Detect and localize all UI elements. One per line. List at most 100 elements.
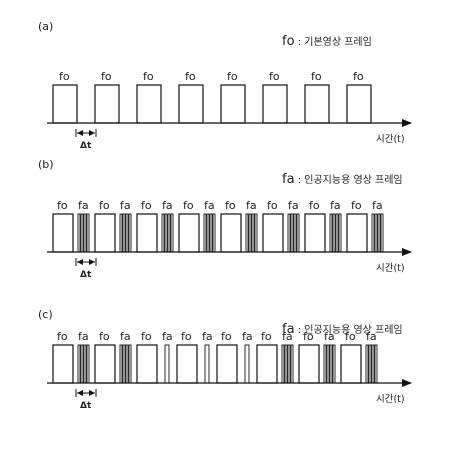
ai-frame-bar xyxy=(371,344,375,384)
legend-description: : 인공지능용 영상 프레임 xyxy=(295,323,403,336)
ai-frame-label: fa xyxy=(204,199,215,212)
base-frame xyxy=(94,84,120,124)
ai-frame-bar xyxy=(287,213,291,253)
ai-frame-bar xyxy=(128,344,132,384)
base-frame xyxy=(52,213,74,253)
ai-frame-bar xyxy=(377,213,381,253)
ai-frame-bar xyxy=(335,213,339,253)
ai-frame-bar xyxy=(332,213,336,253)
legend-symbol: fa xyxy=(282,322,295,337)
ai-frame-bar xyxy=(203,213,207,253)
ai-frame-bar xyxy=(293,213,297,253)
base-frame xyxy=(346,84,372,124)
ai-frame-label: fa xyxy=(120,330,131,343)
panel-label: (c) xyxy=(38,308,53,321)
base-frame xyxy=(176,344,198,384)
base-frame xyxy=(220,84,246,124)
ai-frame-bar xyxy=(254,213,258,253)
base-frame xyxy=(52,84,78,124)
ai-frame-single xyxy=(244,344,250,384)
base-frame-label: fo xyxy=(99,199,110,212)
ai-frame-label: fa xyxy=(162,330,173,343)
ai-frame-label: fa xyxy=(288,199,299,212)
ai-frame-bar xyxy=(119,213,123,253)
ai-frame-label: fa xyxy=(242,330,253,343)
ai-frame-bar xyxy=(77,213,81,253)
ai-frame-label: fa xyxy=(282,330,293,343)
base-frame-label: fo xyxy=(309,199,320,212)
ai-frame-bar xyxy=(371,213,375,253)
base-frame xyxy=(94,213,116,253)
base-frame-label: fo xyxy=(143,70,154,83)
ai-frame-single xyxy=(164,344,170,384)
ai-frame-bar xyxy=(170,213,174,253)
base-frame-label: fo xyxy=(269,70,280,83)
ai-frame-bar xyxy=(77,344,81,384)
base-frame xyxy=(94,344,116,384)
ai-frame-bar xyxy=(125,344,129,384)
ai-frame-bar xyxy=(251,213,255,253)
base-frame-label: fo xyxy=(183,199,194,212)
ai-frame-bar xyxy=(281,344,285,384)
ai-frame-bar xyxy=(290,344,294,384)
base-frame-label: fo xyxy=(227,70,238,83)
base-frame-label: fo xyxy=(351,199,362,212)
base-frame-label: fo xyxy=(181,330,192,343)
ai-frame-label: fa xyxy=(366,330,377,343)
base-frame-label: fo xyxy=(221,330,232,343)
legend: fa : 인공지능용 영상 프레임 xyxy=(282,172,403,187)
dt-label: Δt xyxy=(80,141,92,151)
base-frame xyxy=(304,84,330,124)
ai-frame-label: fa xyxy=(78,199,89,212)
base-frame xyxy=(52,344,74,384)
ai-frame-label: fa xyxy=(330,199,341,212)
base-frame xyxy=(346,213,368,253)
ai-frame-label: fa xyxy=(372,199,383,212)
base-frame xyxy=(216,344,238,384)
base-frame-label: fo xyxy=(101,70,112,83)
ai-frame-bar xyxy=(209,213,213,253)
base-frame-label: fo xyxy=(303,330,314,343)
ai-frame-bar xyxy=(80,344,84,384)
panel-label: (a) xyxy=(38,20,53,33)
base-frame xyxy=(136,213,158,253)
base-frame-label: fo xyxy=(57,199,68,212)
ai-frame-bar xyxy=(161,213,165,253)
dt-label: Δt xyxy=(80,401,92,411)
base-frame xyxy=(220,213,242,253)
base-frame-label: fo xyxy=(59,70,70,83)
base-frame xyxy=(178,213,200,253)
ai-frame-bar xyxy=(380,213,384,253)
ai-frame-bar xyxy=(83,344,87,384)
ai-frame-bar xyxy=(326,344,330,384)
ai-frame-bar xyxy=(80,213,84,253)
base-frame-label: fo xyxy=(311,70,322,83)
ai-frame-bar xyxy=(284,344,288,384)
ai-frame-single xyxy=(204,344,210,384)
ai-frame-bar xyxy=(212,213,216,253)
base-frame-label: fo xyxy=(353,70,364,83)
axis-label: 시간(t) xyxy=(376,394,405,405)
panel-label: (b) xyxy=(38,158,54,171)
dt-label: Δt xyxy=(80,270,92,280)
ai-frame-bar xyxy=(296,213,300,253)
ai-frame-bar xyxy=(125,213,129,253)
base-frame-label: fo xyxy=(141,330,152,343)
ai-frame-bar xyxy=(248,213,252,253)
legend: fa : 인공지능용 영상 프레임 xyxy=(282,322,403,337)
base-frame xyxy=(298,344,320,384)
ai-frame-bar xyxy=(329,213,333,253)
ai-frame-bar xyxy=(287,344,291,384)
ai-frame-bar xyxy=(329,344,333,384)
ai-frame-label: fa xyxy=(78,330,89,343)
base-frame-label: fo xyxy=(345,330,356,343)
legend-symbol: fo xyxy=(282,34,295,49)
base-frame xyxy=(256,344,278,384)
ai-frame-label: fa xyxy=(202,330,213,343)
ai-frame-bar xyxy=(368,344,372,384)
ai-frame-bar xyxy=(83,213,87,253)
base-frame-label: fo xyxy=(141,199,152,212)
